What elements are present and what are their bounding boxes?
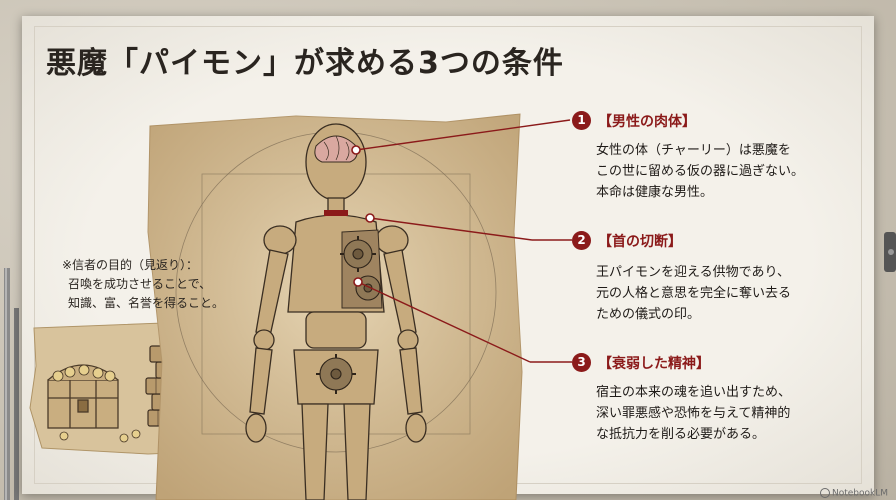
condition-2-line: 王パイモンを迎える供物であり、	[596, 265, 790, 280]
side-note-line: 召喚を成功させることで、	[68, 277, 212, 291]
condition-2-marker: 2	[572, 231, 591, 250]
condition-3-line: 宿主の本来の魂を追い出すため、	[596, 385, 792, 400]
condition-1-line: 女性の体（チャーリー）は悪魔を	[596, 143, 791, 158]
mannequin-illustration	[147, 113, 523, 500]
condition-3-marker: 3	[572, 353, 591, 372]
condition-1-body: 女性の体（チャーリー）は悪魔を この世に留める仮の器に過ぎない。 本命は健康な男…	[596, 140, 804, 203]
watermark: NotebookLM	[819, 487, 888, 498]
notebooklm-icon	[819, 487, 830, 498]
condition-3-line: 深い罪悪感や恐怖を与えて精神的	[596, 406, 791, 421]
side-note-line: ※信者の目的（見返り）：	[62, 258, 199, 272]
pencil-decoration	[4, 268, 19, 500]
watermark-text: NotebookLM	[831, 488, 888, 498]
condition-2-line: ための儀式の印。	[596, 307, 701, 322]
condition-1-title: 【男性の肉体】	[598, 114, 696, 130]
condition-1-line: この世に留める仮の器に過ぎない。	[596, 164, 805, 179]
condition-3-line: な抵抗力を削る必要がある。	[596, 427, 766, 442]
condition-1-line: 本命は健康な男性。	[596, 185, 714, 200]
condition-2-line: 元の人格と意思を完全に奪い去る	[596, 286, 792, 301]
condition-2-body: 王パイモンを迎える供物であり、 元の人格と意思を完全に奪い去る ための儀式の印。	[596, 262, 791, 325]
page-title: 悪魔「パイモン」が求める3つの条件	[46, 46, 564, 81]
condition-1-marker: 1	[572, 111, 591, 130]
condition-2-title: 【首の切断】	[598, 234, 682, 250]
side-note-line: 知識、富、名誉を得ること。	[68, 296, 225, 310]
condition-3-title: 【衰弱した精神】	[598, 356, 710, 372]
condition-3-body: 宿主の本来の魂を追い出すため、 深い罪悪感や恐怖を与えて精神的 な抵抗力を削る必…	[596, 382, 791, 445]
side-note: ※信者の目的（見返り）： 召喚を成功させることで、 知識、富、名誉を得ること。	[62, 256, 224, 313]
device-edge-decoration	[884, 232, 896, 272]
